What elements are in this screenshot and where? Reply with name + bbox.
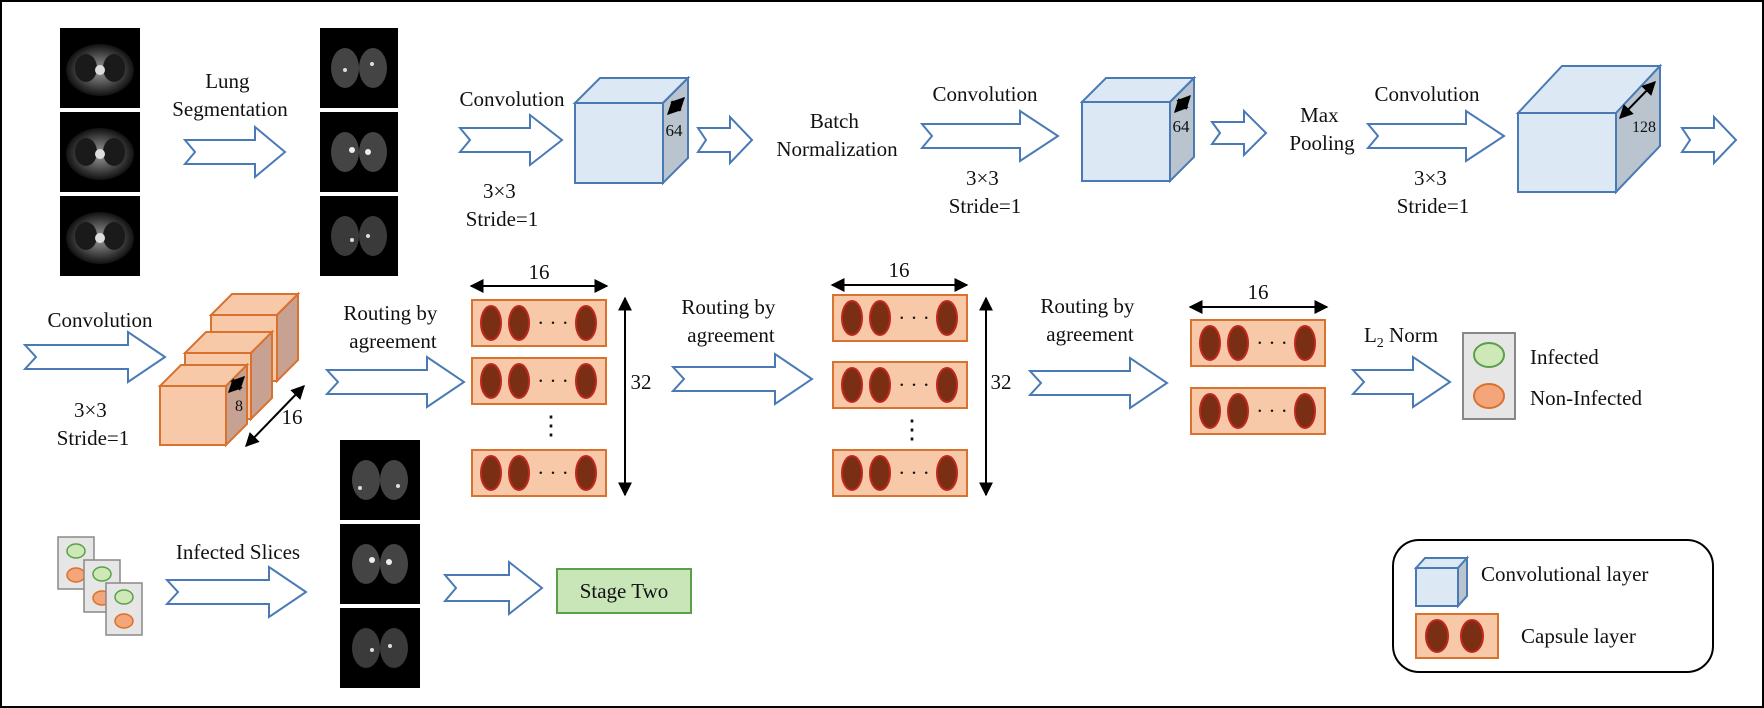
ct-scan-image (60, 196, 140, 276)
arrow-lung-segmentation (182, 124, 287, 180)
ct-scan-image (60, 28, 140, 108)
primary-side: 16 (282, 405, 303, 429)
arrow-infected-slices (164, 565, 308, 619)
conv1-label: Convolution (459, 87, 565, 111)
routing2-label: Routing by agreement (681, 295, 780, 347)
arrow-routing2 (670, 352, 814, 406)
caps3-width: 16 (1248, 280, 1269, 304)
capsule-dots: · · · (898, 373, 929, 397)
legend-capsule-label: Capsule layer (1521, 624, 1636, 648)
capsule-row: · · · (1190, 319, 1326, 367)
noninfected-indicator-icon (1473, 383, 1505, 409)
conv-cube-128: 128 (1515, 63, 1663, 195)
capsule-row: · · · (832, 449, 968, 497)
segmented-lung-image (320, 112, 398, 192)
lung-segmentation-label: Lung Segmentation (172, 69, 288, 121)
conv-cube-64a: 64 (572, 75, 691, 186)
conv2-params: 3×3 Stride=1 (949, 166, 1022, 218)
capsule-vdots: ⋮ (899, 415, 925, 444)
arrow-conv1 (457, 112, 564, 168)
arrow-l2norm (1350, 355, 1452, 409)
cube1-depth: 64 (666, 121, 684, 140)
infected-slices-label: Infected Slices (176, 540, 300, 564)
conv4-label: Convolution (47, 308, 153, 332)
capsule-dots: · · · (898, 306, 929, 330)
arrow-batchnorm (696, 114, 754, 166)
routing3-label: Routing by agreement (1040, 294, 1139, 346)
caps1-width: 16 (529, 260, 550, 284)
result-cards-icon (57, 536, 143, 636)
legend-conv-icon (1413, 555, 1470, 609)
conv3-label: Convolution (1374, 82, 1480, 106)
legend-capsule-icon (1415, 613, 1499, 659)
arrow-conv2 (919, 109, 1060, 163)
caps2-count: 32 (991, 370, 1012, 394)
capsule-row: · · · (471, 357, 607, 405)
primary-capsule-cubes: 8 16 (157, 291, 305, 448)
arrow-conv4 (22, 330, 167, 384)
cube3-depth: 128 (1632, 119, 1656, 136)
capsule-row: · · · (471, 299, 607, 347)
output-infected: Infected (1530, 345, 1599, 369)
segmented-lung-stack (320, 28, 398, 276)
ct-scan-image (60, 112, 140, 192)
capsule-row: · · · (832, 294, 968, 342)
caps2-width: 16 (889, 258, 910, 282)
output-noninfected: Non-Infected (1530, 386, 1642, 410)
arrow-maxpool (1210, 108, 1268, 158)
ct-scan-stack (60, 28, 140, 276)
segmented-lung-image (320, 28, 398, 108)
arrow-routing3 (1027, 356, 1169, 410)
conv3-params: 3×3 Stride=1 (1397, 166, 1470, 218)
segmented-lung-image (320, 196, 398, 276)
batch-normalization-label: Batch Normalization (776, 109, 898, 161)
conv4-params: 3×3 Stride=1 (57, 398, 130, 450)
capsule-dots: · · · (537, 311, 568, 335)
routing1-label: Routing by agreement (343, 301, 442, 353)
capsule-dots: · · · (537, 369, 568, 393)
max-pooling-label: Max Pooling (1289, 103, 1355, 155)
stage-two-box: Stage Two (556, 568, 692, 614)
conv2-label: Convolution (932, 82, 1038, 106)
conv-cube-64b: 64 (1079, 75, 1197, 184)
output-box (1462, 332, 1516, 420)
primary-depth: 8 (235, 398, 243, 415)
infected-slice-image (340, 608, 420, 688)
capsule-dots: · · · (537, 461, 568, 485)
infected-indicator-icon (1473, 342, 1505, 368)
arrow-stage-two (442, 559, 544, 617)
capsule-row: · · · (471, 449, 607, 497)
capsule-vdots: ⋮ (538, 411, 564, 440)
arrow-routing1 (324, 355, 466, 409)
arrow-continue (1680, 114, 1738, 166)
stage-two-label: Stage Two (580, 579, 669, 603)
legend: Convolutional layer Capsule layer (1392, 539, 1714, 673)
capsule-dots: · · · (1256, 331, 1287, 355)
l2-norm-label: L2 Norm (1364, 323, 1438, 351)
cube2-depth: 64 (1173, 117, 1191, 136)
conv1-params: 3×3 Stride=1 (466, 179, 539, 231)
caps1-count: 32 (631, 370, 652, 394)
capsule-dots: · · · (898, 461, 929, 485)
capsule-row: · · · (1190, 387, 1326, 435)
capsule-dots: · · · (1256, 399, 1287, 423)
legend-conv-label: Convolutional layer (1481, 562, 1648, 586)
infected-slice-image (340, 440, 420, 520)
arrow-conv3 (1365, 109, 1506, 163)
infected-slice-stack (340, 440, 420, 688)
capsule-row: · · · (832, 361, 968, 409)
infected-slice-image (340, 524, 420, 604)
